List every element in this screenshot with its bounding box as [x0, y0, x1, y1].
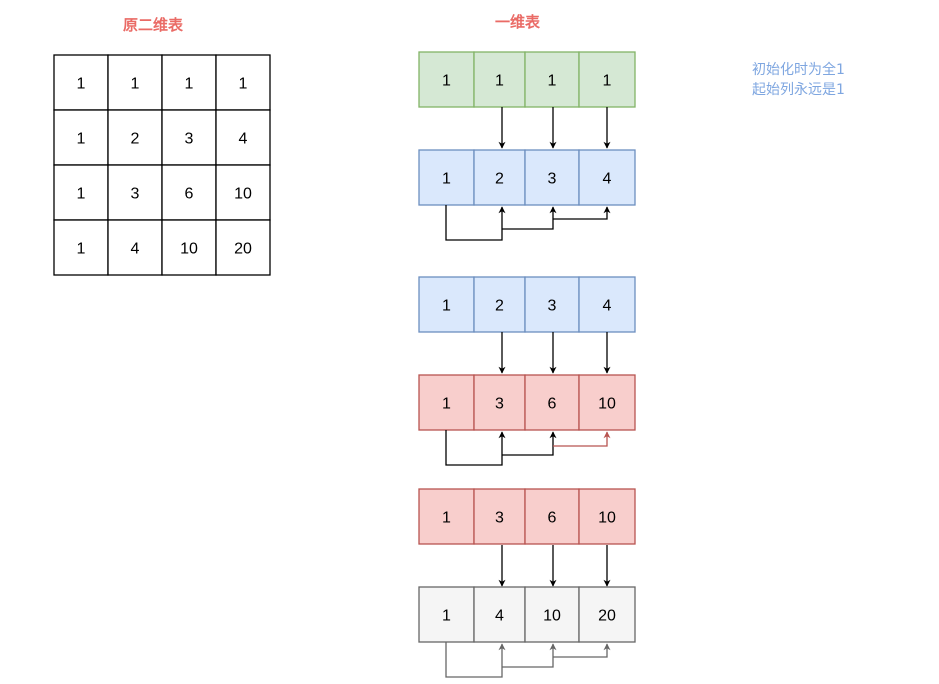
acc-r4-c3-c4	[553, 431, 611, 447]
grid-value-r3-c3: 6	[185, 186, 194, 203]
row3-cell-4	[578, 276, 636, 333]
row6-value-3: 10	[543, 608, 561, 625]
row5-cell-4	[578, 488, 636, 545]
grid-value-r1-c1: 1	[77, 76, 86, 93]
row4-value-3: 6	[548, 396, 557, 413]
row4-cell-2	[473, 374, 526, 431]
grid-value-r4-c3: 10	[180, 241, 198, 258]
grid-value-r1-c2: 1	[131, 76, 140, 93]
grid-cell-r2-c2	[107, 109, 163, 166]
vertical-arrows	[498, 107, 611, 587]
acc-r6-c2-c3	[502, 643, 557, 668]
row5-value-1: 1	[442, 510, 451, 527]
acc-r6-c1-c2	[445, 642, 506, 678]
row6-cell-4	[578, 586, 636, 643]
row2-value-2: 2	[495, 171, 504, 188]
row1-value-4: 1	[603, 73, 612, 90]
row3-cell-1	[418, 276, 475, 333]
acc-r4-c1-c2	[445, 430, 506, 466]
grid-value-r4-c1: 1	[77, 241, 86, 258]
grid-cell-r1-c4	[215, 54, 271, 111]
row5-value-3: 6	[548, 510, 557, 527]
grid-value-r2-c4: 4	[239, 131, 248, 148]
row5-cell-3	[524, 488, 580, 545]
row1-cell-2	[473, 51, 526, 108]
acc-r2-c2-c3	[502, 206, 557, 230]
grid-cell-r3-c3	[161, 164, 217, 221]
row6-cell-1	[418, 586, 475, 643]
grid-cell-r2-c1	[53, 109, 109, 166]
row2-value-4: 4	[603, 171, 612, 188]
grid-value-r2-c2: 2	[131, 131, 140, 148]
row2-value-1: 1	[442, 171, 451, 188]
grid-value-r2-c3: 3	[185, 131, 194, 148]
row4-value-4: 10	[598, 396, 616, 413]
grid-cell-r4-c3	[161, 219, 217, 276]
row6-cell-3	[524, 586, 580, 643]
row2-value-3: 3	[548, 171, 557, 188]
grid-value-r1-c3: 1	[185, 76, 194, 93]
grid-cell-r2-c3	[161, 109, 217, 166]
grid-cell-r3-c2	[107, 164, 163, 221]
row4-cell-4	[578, 374, 636, 431]
row1-cell-3	[524, 51, 580, 108]
row5-cell-1	[418, 488, 475, 545]
row6-value-2: 4	[495, 608, 504, 625]
row1-value-2: 1	[495, 73, 504, 90]
grid-cell-r3-c4	[215, 164, 271, 221]
row1-value-3: 1	[548, 73, 557, 90]
note-line-2: 起始列永远是1	[752, 82, 845, 98]
row1-cell-1	[418, 51, 475, 108]
row4-value-2: 3	[495, 396, 504, 413]
one-dim-table-title: 一维表	[495, 13, 541, 31]
grid-cell-r2-c4	[215, 109, 271, 166]
note-line-1: 初始化时为全1	[752, 62, 845, 78]
grid-cell-r1-c3	[161, 54, 217, 111]
row2-cell-1	[418, 149, 475, 206]
grid-value-r2-c1: 1	[77, 131, 86, 148]
grid-value-r4-c4: 20	[234, 241, 252, 258]
row2-cell-3	[524, 149, 580, 206]
note-text: 初始化时为全1 起始列永远是1	[752, 60, 845, 100]
grid-cell-r4-c2	[107, 219, 163, 276]
row3-value-2: 2	[495, 298, 504, 315]
grid-value-r1-c4: 1	[239, 76, 248, 93]
acc-r2-c1-c2	[445, 205, 506, 241]
row3-value-3: 3	[548, 298, 557, 315]
row6-value-1: 1	[442, 608, 451, 625]
grid-cell-r4-c1	[53, 219, 109, 276]
grid-value-r4-c2: 4	[131, 241, 140, 258]
acc-r6-c3-c4	[553, 643, 611, 658]
original-table-title: 原二维表	[123, 16, 184, 34]
row6-value-4: 20	[598, 608, 616, 625]
acc-r4-c2-c3	[502, 431, 557, 456]
grid-cell-r4-c4	[215, 219, 271, 276]
row1-value-1: 1	[442, 73, 451, 90]
row6-cell-2	[473, 586, 526, 643]
row5-value-4: 10	[598, 510, 616, 527]
row3-cell-2	[473, 276, 526, 333]
row2-cell-2	[473, 149, 526, 206]
row5-value-2: 3	[495, 510, 504, 527]
acc-r2-c3-c4	[553, 206, 611, 220]
grid-value-r3-c2: 3	[131, 186, 140, 203]
grid-value-r3-c1: 1	[77, 186, 86, 203]
accumulate-arrows	[445, 205, 611, 678]
row3-cell-3	[524, 276, 580, 333]
row4-cell-3	[524, 374, 580, 431]
row4-value-1: 1	[442, 396, 451, 413]
row2-cell-4	[578, 149, 636, 206]
row1-cell-4	[578, 51, 636, 108]
row3-value-1: 1	[442, 298, 451, 315]
grid-cell-r1-c2	[107, 54, 163, 111]
row3-value-4: 4	[603, 298, 612, 315]
grid-value-r3-c4: 10	[234, 186, 252, 203]
